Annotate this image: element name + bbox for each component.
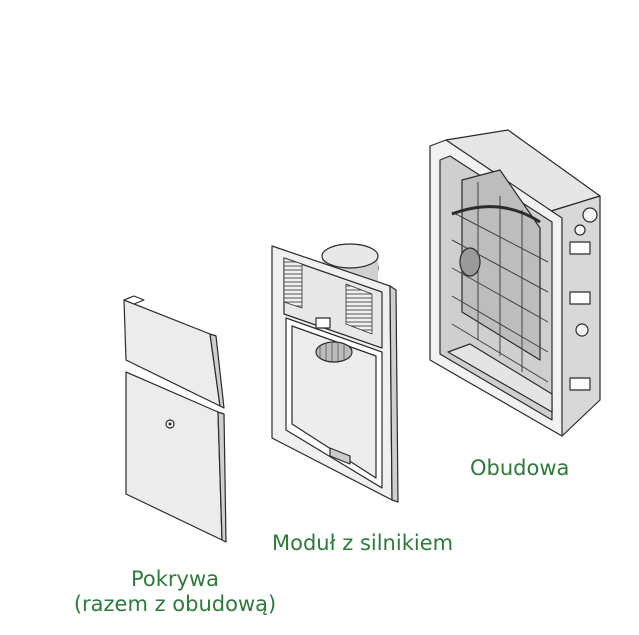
module-label: Moduł z silnikiem [272,531,454,555]
cover-icon [123,295,227,543]
fan-module-icon [271,243,399,503]
housing-icon [429,129,601,437]
cover-label: Pokrywa (razem z obudową) [60,567,290,617]
cover-label-line1: Pokrywa [130,567,220,591]
cover-label-line2: (razem z obudową) [73,592,277,616]
housing-label: Obudowa [470,456,570,480]
